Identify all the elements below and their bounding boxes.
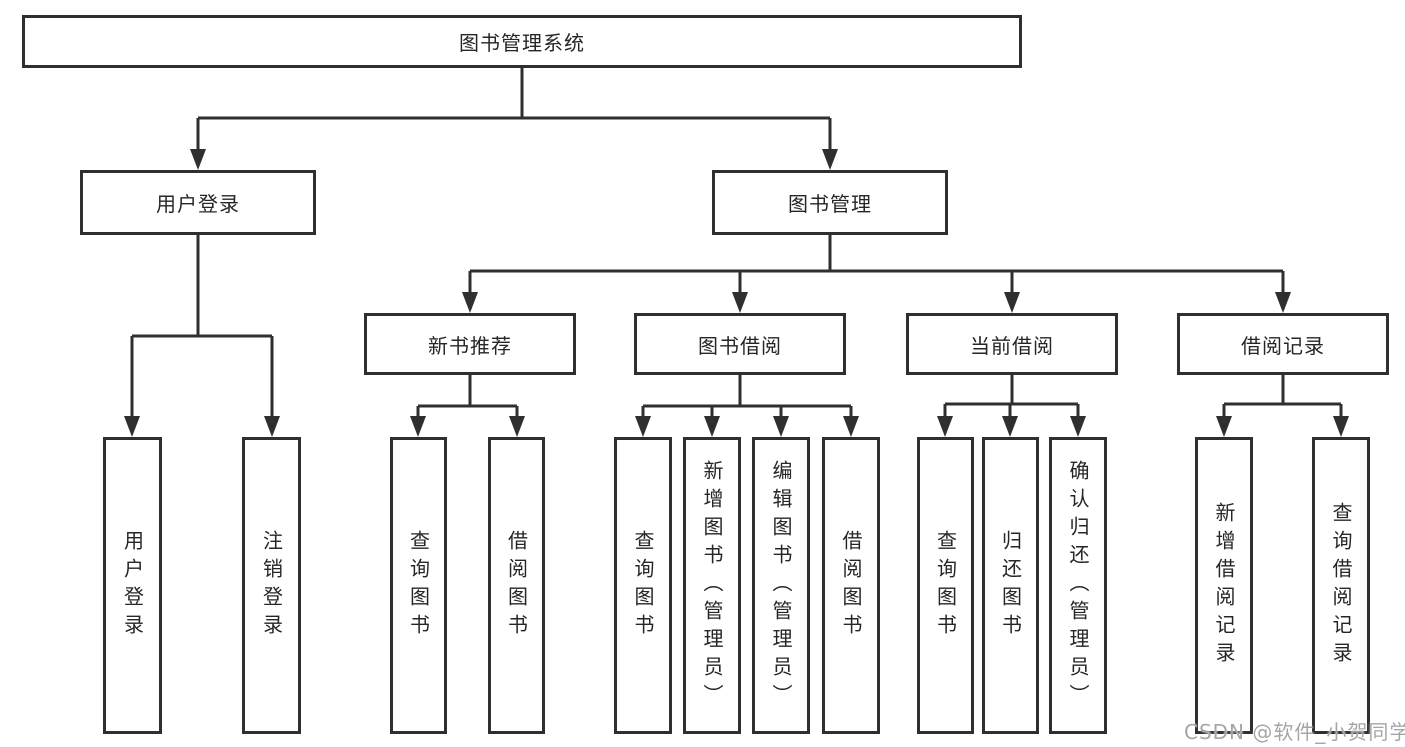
- node-label: 图书管理系统: [459, 31, 585, 55]
- connector-borrow-records-children: [1216, 375, 1349, 437]
- arrowhead-down-icon: [704, 416, 720, 437]
- node-leaf-current-return: 归还图书: [982, 437, 1039, 734]
- node-label: 注销登录: [259, 529, 284, 642]
- node-label: 图书借阅: [698, 333, 782, 358]
- arrowhead-down-icon: [773, 416, 789, 437]
- node-new-books: 新书推荐: [364, 313, 576, 375]
- connector-book-mgmt-children: [462, 235, 1291, 313]
- node-label: 借阅图书: [839, 529, 863, 642]
- node-label: 借阅图书: [504, 529, 529, 642]
- node-leaf-user-login: 用户登录: [103, 437, 162, 734]
- arrowhead-down-icon: [843, 416, 859, 437]
- connector-new-books-children: [410, 375, 525, 437]
- node-leaf-borrow-edit: 编辑图书（管理员）: [752, 437, 810, 734]
- node-leaf-borrow-borrow: 借阅图书: [822, 437, 880, 734]
- node-label: 查询借阅记录: [1329, 501, 1353, 670]
- node-current-borrow: 当前借阅: [906, 313, 1118, 375]
- connector-user-login-children: [124, 235, 280, 437]
- arrowhead-down-icon: [509, 416, 525, 437]
- node-label: 新增借阅记录: [1212, 501, 1236, 670]
- watermark-text: CSDN @软件_小贺同学: [1184, 720, 1405, 744]
- node-user-login: 用户登录: [80, 170, 316, 235]
- node-leaf-current-confirm: 确认归还（管理员）: [1049, 437, 1107, 734]
- node-leaf-records-query: 查询借阅记录: [1312, 437, 1370, 734]
- node-label: 确认归还（管理员）: [1066, 459, 1090, 712]
- node-label: 新书推荐: [428, 333, 512, 358]
- connector-current-borrow-children: [937, 375, 1086, 437]
- node-leaf-logout: 注销登录: [242, 437, 301, 734]
- arrowhead-down-icon: [462, 292, 478, 313]
- arrowhead-down-icon: [410, 416, 426, 437]
- arrowhead-down-icon: [264, 416, 280, 437]
- node-book-borrow: 图书借阅: [634, 313, 846, 375]
- node-label: 归还图书: [998, 529, 1023, 642]
- arrowhead-down-icon: [1216, 416, 1232, 437]
- arrowhead-down-icon: [1002, 416, 1018, 437]
- node-leaf-current-query: 查询图书: [917, 437, 974, 734]
- node-label: 图书管理: [788, 192, 872, 216]
- arrowhead-down-icon: [1070, 416, 1086, 437]
- node-leaf-records-add: 新增借阅记录: [1195, 437, 1253, 734]
- node-label: 新增图书（管理员）: [700, 459, 724, 712]
- node-label: 借阅记录: [1241, 333, 1325, 358]
- connector-book-borrow-children: [635, 375, 859, 437]
- node-root: 图书管理系统: [22, 15, 1022, 68]
- node-leaf-borrow-query: 查询图书: [614, 437, 672, 734]
- node-label: 查询图书: [933, 529, 958, 642]
- node-label: 用户登录: [120, 529, 145, 642]
- node-leaf-newbooks-borrow: 借阅图书: [488, 437, 545, 734]
- connector-root-to-level2: [190, 68, 838, 170]
- node-label: 当前借阅: [970, 333, 1054, 358]
- arrowhead-down-icon: [635, 416, 651, 437]
- arrowhead-down-icon: [822, 149, 838, 170]
- node-leaf-borrow-add: 新增图书（管理员）: [683, 437, 741, 734]
- arrowhead-down-icon: [190, 149, 206, 170]
- node-leaf-newbooks-query: 查询图书: [390, 437, 447, 734]
- arrowhead-down-icon: [1004, 292, 1020, 313]
- node-borrow-records: 借阅记录: [1177, 313, 1389, 375]
- node-label: 查询图书: [406, 529, 431, 642]
- arrowhead-down-icon: [937, 416, 953, 437]
- node-book-mgmt: 图书管理: [712, 170, 948, 235]
- arrowhead-down-icon: [732, 292, 748, 313]
- arrowhead-down-icon: [124, 416, 140, 437]
- arrowhead-down-icon: [1275, 292, 1291, 313]
- node-label: 用户登录: [156, 192, 240, 216]
- node-label: 查询图书: [631, 529, 655, 642]
- arrowhead-down-icon: [1333, 416, 1349, 437]
- node-label: 编辑图书（管理员）: [769, 459, 793, 712]
